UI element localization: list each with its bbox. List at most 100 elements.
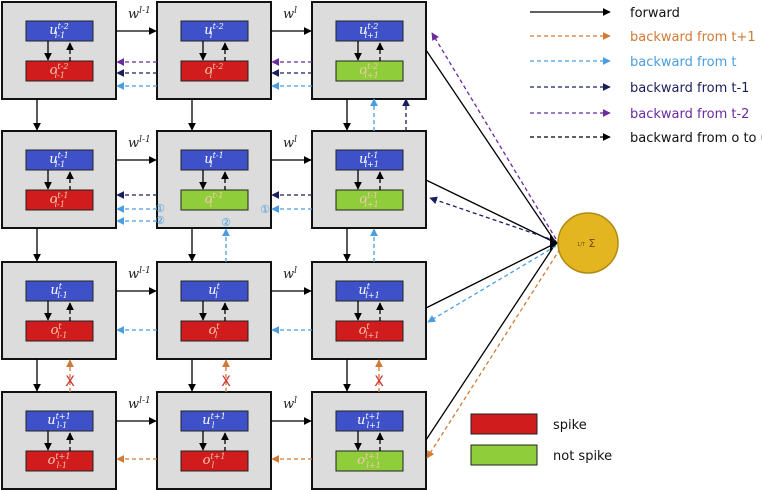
o-label-sup: t [366,322,370,331]
u-label-sub: l [210,31,213,40]
o-label-sub: l+1 [365,331,379,340]
output-box [180,60,249,82]
membrane-potential-box [335,149,404,171]
output-box [180,320,249,342]
membrane-potential-box [180,410,249,432]
u-label-base: u [47,413,55,428]
weight-label: wl [283,266,297,282]
u-label-sup: t-2 [58,22,69,31]
o-label-sub: l+1 [364,71,378,80]
cell-box [1,130,117,229]
u-label-sup: t-1 [367,151,378,160]
membrane-potential-box [180,20,249,42]
u-label-base: u [50,283,58,298]
step-marker-two: ② [155,214,165,227]
o-label-base: o [205,63,213,78]
output-box [180,450,249,472]
o-label-base: o [208,323,216,338]
cell-box [311,1,427,100]
cell-box [1,1,117,100]
membrane-potential-box [25,280,94,302]
output-box [25,60,94,82]
o-label-sub: l [210,71,213,80]
o-label-base: o [359,192,367,207]
o-label-sub: l [210,200,213,209]
o-label-sub: l-1 [55,200,65,209]
weight-label: wl-1 [128,6,151,22]
weight-sup: l-1 [139,266,151,276]
state-swatch-not-spike [470,444,538,466]
membrane-potential-box [25,20,94,42]
u-label-sup: t-1 [213,151,224,160]
o-label-sup: t-1 [212,191,223,200]
blocked-x-mark: X [221,374,231,390]
output-box [25,189,94,211]
weight-base: w [128,136,139,151]
o-label-sup: t-1 [57,191,68,200]
o-label-sub: l-1 [55,71,65,80]
forward-to-sum-line [425,242,557,309]
o-label-base: o [203,453,211,468]
step-marker-one: ① [260,203,270,216]
sum-node [557,212,619,274]
cell-box [156,261,272,360]
o-label-sup: t [58,322,62,331]
weight-sup: l-1 [139,396,151,406]
u-label-sub: l+1 [365,31,379,40]
forward-to-sum-line [425,179,557,244]
weight-sup: l [294,396,297,406]
u-label-base: u [359,152,367,167]
state-swatch-spike [470,413,538,435]
u-label-sub: l+1 [365,160,379,169]
u-label-sup: t+1 [365,412,380,421]
weight-base: w [283,397,294,412]
u-label-sup: t [217,282,221,291]
legend-label: backward from o to u [630,131,762,146]
backward-from-sum-t-2 [431,32,557,240]
cell-box [156,130,272,229]
u-label-sub: l-1 [57,291,67,300]
o-label-base: o [359,63,367,78]
o-label-sup: t+1 [365,452,380,461]
u-label-sup: t+1 [56,412,71,421]
membrane-potential-box [180,149,249,171]
sum-symbol: Σ [589,237,596,250]
weight-base: w [283,267,294,282]
backward-from-sum-t [427,245,557,323]
forward-to-sum-line [425,242,557,441]
u-label-base: u [49,152,57,167]
u-label-sub: l [212,421,215,430]
state-legend-label: not spike [553,449,612,464]
o-label-sub: l-1 [57,331,67,340]
output-box [180,189,249,211]
o-label-base: o [50,63,58,78]
u-label-sub: l-1 [55,160,65,169]
o-label-base: o [48,453,56,468]
u-label-sub: l+1 [365,291,379,300]
membrane-potential-box [25,149,94,171]
backward-from-sum-t-1 [429,196,557,242]
weight-base: w [128,7,139,22]
